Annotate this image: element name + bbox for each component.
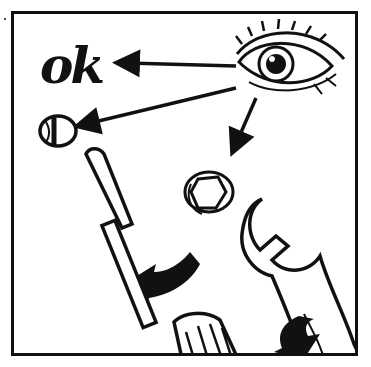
illustration-frame: ok — [11, 11, 358, 356]
arrow-icon — [86, 63, 256, 144]
screw-head-icon — [40, 116, 76, 146]
illustration-canvas — [14, 14, 358, 356]
hex-nut-icon — [185, 172, 233, 214]
eye-icon — [236, 19, 344, 94]
stray-dot — [4, 18, 6, 20]
